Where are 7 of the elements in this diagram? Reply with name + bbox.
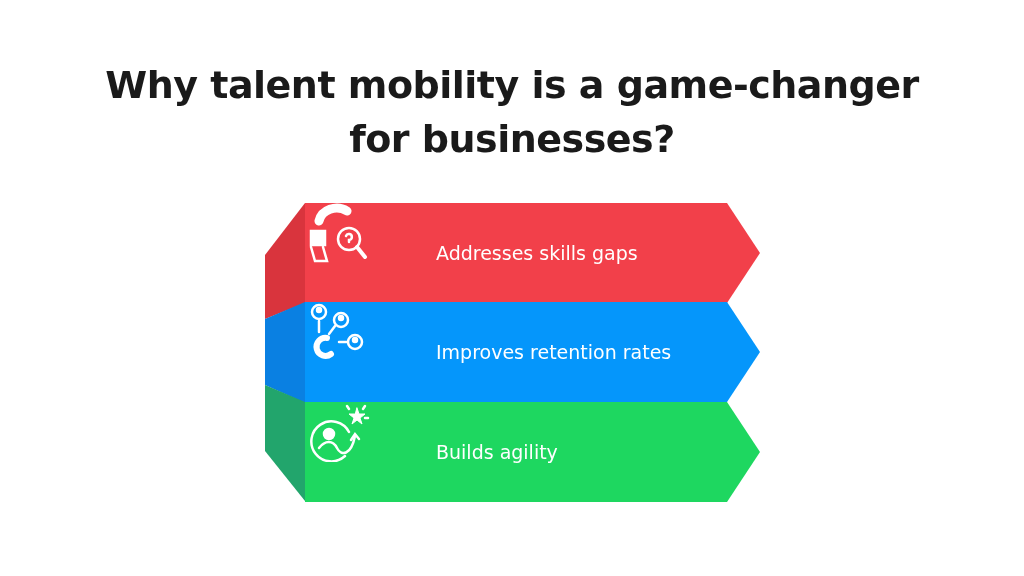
arrow-band <box>305 203 760 303</box>
arrow-band <box>305 302 760 402</box>
band-label: Addresses skills gaps <box>436 241 638 266</box>
band-label: Builds agility <box>436 440 558 465</box>
band-label: Improves retention rates <box>436 340 672 365</box>
title: Why talent mobility is a game-changer for businesses? <box>104 62 920 163</box>
arrow-band <box>305 402 760 502</box>
